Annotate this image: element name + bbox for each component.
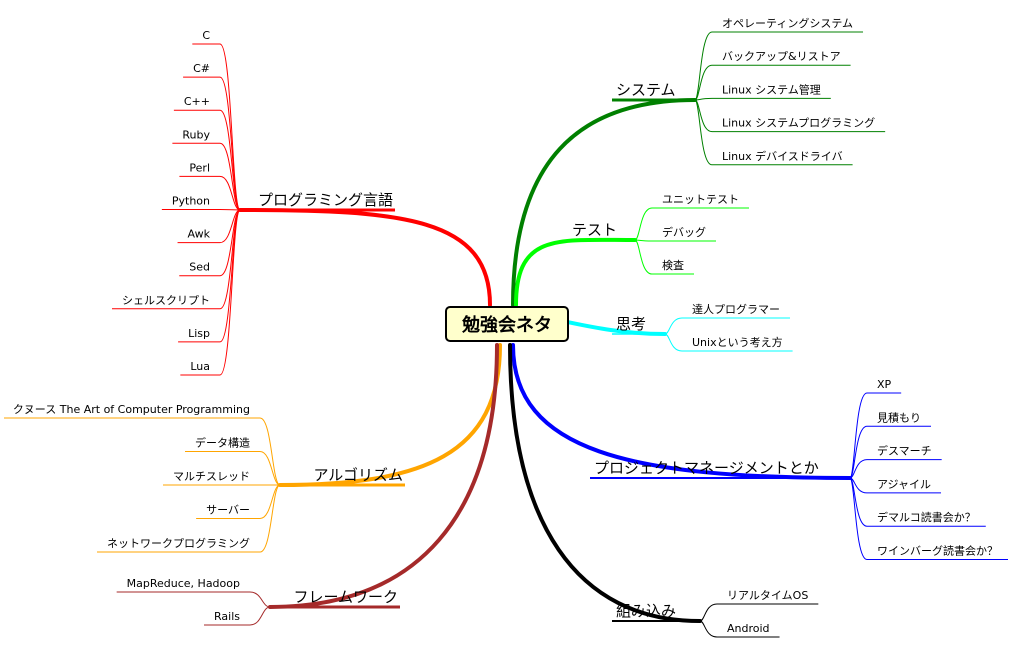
child-connector	[634, 239, 653, 242]
child-label[interactable]: Android	[727, 622, 770, 635]
child-label[interactable]: アジャイル	[877, 478, 931, 491]
child-connector	[249, 606, 271, 626]
child-connector	[699, 620, 718, 638]
child-connector	[849, 459, 868, 479]
child-label[interactable]: Linux システムプログラミング	[722, 116, 875, 130]
child-label[interactable]: リアルタイムOS	[727, 589, 808, 602]
child-label[interactable]: Lisp	[188, 327, 210, 340]
child-connector	[219, 209, 241, 376]
child-connector	[699, 603, 718, 622]
child-label[interactable]: データ構造	[195, 436, 250, 450]
branch-label-test[interactable]: テスト	[572, 221, 617, 239]
child-connector	[694, 64, 713, 101]
child-label[interactable]: XP	[877, 378, 892, 391]
child-label[interactable]: マルチスレッド	[173, 470, 250, 483]
child-connector	[849, 392, 868, 479]
child-label[interactable]: ネットワークプログラミング	[107, 536, 250, 550]
child-label[interactable]: サーバー	[206, 504, 250, 517]
child-label[interactable]: Sed	[189, 261, 210, 274]
branch-label-emb[interactable]: 組み込み	[616, 602, 676, 620]
child-label[interactable]: C	[202, 29, 210, 42]
branch-connector-test	[514, 237, 637, 307]
branch-connector-algo	[278, 343, 502, 487]
child-connector	[634, 239, 653, 275]
child-connector	[694, 99, 713, 166]
child-connector	[219, 209, 241, 211]
child-connector	[664, 333, 683, 352]
child-label[interactable]: シェルスクリプト	[122, 294, 210, 307]
child-label[interactable]: Unixという考え方	[692, 335, 783, 349]
child-label[interactable]: デマルコ読書会か？	[877, 510, 976, 524]
child-label[interactable]: Awk	[188, 228, 211, 241]
child-label[interactable]: オペレーティングシステム	[722, 16, 853, 30]
child-label[interactable]: デスマーチ	[877, 444, 932, 458]
central-topic[interactable]: 勉強会ネタ	[445, 306, 569, 342]
child-label[interactable]: クヌース The Art of Computer Programming	[13, 403, 250, 416]
child-label[interactable]: MapReduce, Hadoop	[127, 577, 240, 590]
branch-label-lang[interactable]: プログラミング言語	[258, 191, 393, 209]
child-label[interactable]: C++	[184, 95, 210, 108]
branch-label-algo[interactable]: アルゴリズム	[313, 466, 403, 484]
child-connector	[259, 417, 281, 486]
child-label[interactable]: C#	[193, 62, 210, 75]
child-label[interactable]: Rails	[214, 610, 240, 623]
branch-label-think[interactable]: 思考	[616, 315, 646, 333]
child-connector	[634, 207, 653, 241]
child-connector	[259, 451, 281, 486]
child-connector	[259, 484, 281, 553]
child-label[interactable]: バックアップ&リストア	[722, 50, 841, 63]
child-connector	[664, 317, 683, 335]
branch-connector-fw	[268, 343, 499, 609]
child-label[interactable]: Ruby	[182, 128, 210, 141]
child-connector	[849, 425, 868, 479]
child-label[interactable]: デバッグ	[662, 225, 706, 239]
child-connector	[219, 175, 241, 211]
child-label[interactable]: Linux システム管理	[722, 82, 821, 96]
branch-label-sys[interactable]: システム	[616, 81, 676, 99]
child-label[interactable]: 見積もり	[877, 410, 921, 424]
child-label[interactable]: Python	[172, 195, 210, 208]
child-label[interactable]: 達人プログラマー	[692, 302, 780, 316]
child-label[interactable]: ワインバーグ読書会か？	[877, 544, 998, 558]
child-label[interactable]: Perl	[189, 161, 210, 174]
child-connector	[694, 97, 713, 101]
child-label[interactable]: Lua	[190, 360, 210, 373]
child-label[interactable]: 検査	[662, 258, 684, 272]
branch-connector-pm	[511, 343, 852, 480]
branch-connector-sys	[511, 98, 697, 307]
branch-label-fw[interactable]: フレームワーク	[293, 588, 398, 606]
branch-label-pm[interactable]: プロジェクトマネージメントとか	[594, 459, 819, 477]
branch-connector-emb	[508, 343, 702, 623]
child-label[interactable]: ユニットテスト	[662, 193, 739, 206]
branch-connector-lang	[238, 208, 492, 307]
child-connector	[849, 477, 868, 560]
child-label[interactable]: Linux デバイスドライバ	[722, 149, 843, 163]
child-connector	[249, 591, 271, 608]
